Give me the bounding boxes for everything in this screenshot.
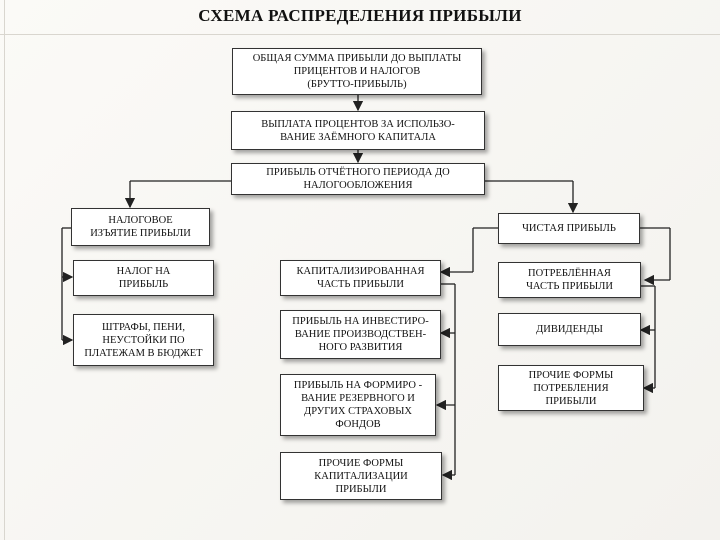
net-profit-box: ЧИСТАЯ ПРИБЫЛЬ — [498, 213, 640, 244]
consumed-profit-box: ПОТРЕБЛЁННАЯ ЧАСТЬ ПРИБЫЛИ — [498, 262, 641, 298]
frame-line-left — [4, 0, 5, 540]
gross-profit-box: ОБЩАЯ СУММА ПРИБЫЛИ ДО ВЫПЛАТЫ ПРИЦЕНТОВ… — [232, 48, 482, 95]
tax-withdrawal-box: НАЛОГОВОЕ ИЗЪЯТИЕ ПРИБЫЛИ — [71, 208, 210, 246]
dividends-box: ДИВИДЕНДЫ — [498, 313, 641, 346]
interest-payment-box: ВЫПЛАТА ПРОЦЕНТОВ ЗА ИСПОЛЬЗО- ВАНИЕ ЗАЁ… — [231, 111, 485, 150]
profit-tax-box: НАЛОГ НА ПРИБЫЛЬ — [73, 260, 214, 296]
fines-box: ШТРАФЫ, ПЕНИ, НЕУСТОЙКИ ПО ПЛАТЕЖАМ В БЮ… — [73, 314, 214, 366]
frame-line-top — [0, 34, 720, 35]
other-capitalization-box: ПРОЧИЕ ФОРМЫ КАПИТАЛИЗАЦИИ ПРИБЫЛИ — [280, 452, 442, 500]
investment-profit-box: ПРИБЫЛЬ НА ИНВЕСТИРО- ВАНИЕ ПРОИЗВОДСТВЕ… — [280, 310, 441, 359]
other-consumption-box: ПРОЧИЕ ФОРМЫ ПОТРЕБЛЕНИЯ ПРИБЫЛИ — [498, 365, 644, 411]
capitalized-profit-box: КАПИТАЛИЗИРОВАННАЯ ЧАСТЬ ПРИБЫЛИ — [280, 260, 441, 296]
pretax-profit-box: ПРИБЫЛЬ ОТЧЁТНОГО ПЕРИОДА ДО НАЛОГООБЛОЖ… — [231, 163, 485, 195]
reserve-funds-box: ПРИБЫЛЬ НА ФОРМИРО - ВАНИЕ РЕЗЕРВНОГО И … — [280, 374, 436, 436]
diagram-title: СХЕМА РАСПРЕДЕЛЕНИЯ ПРИБЫЛИ — [198, 6, 522, 25]
